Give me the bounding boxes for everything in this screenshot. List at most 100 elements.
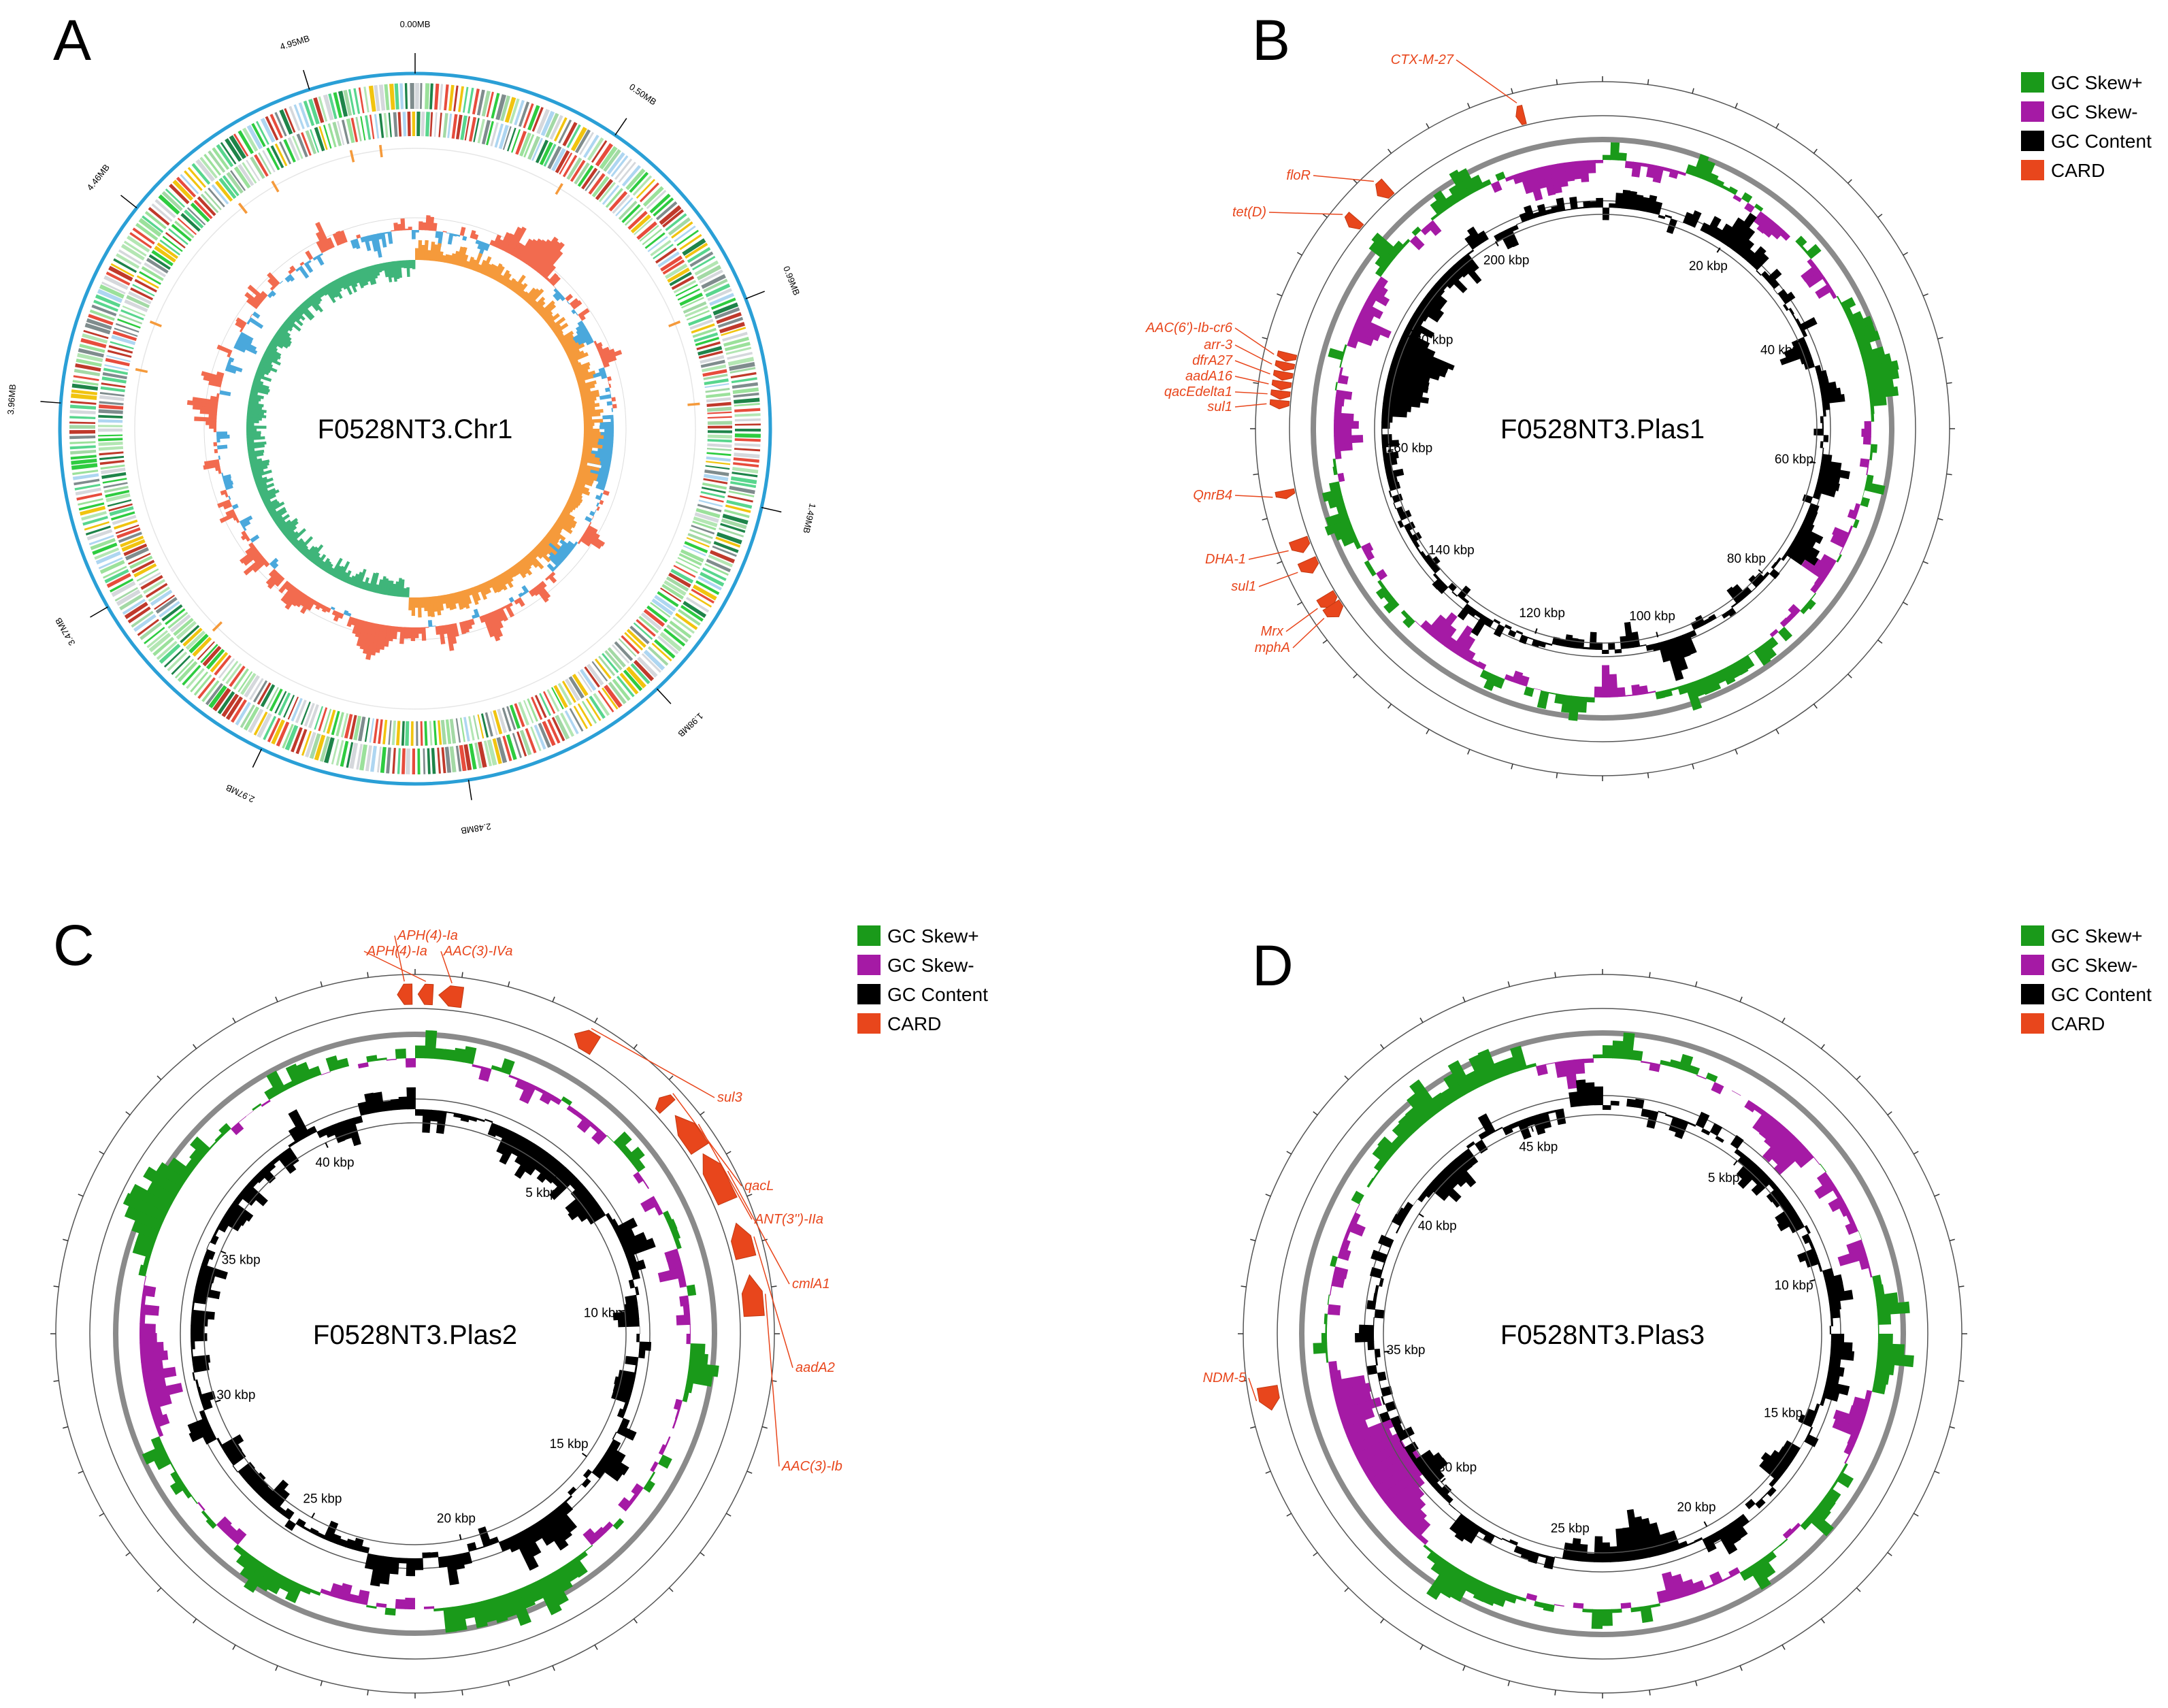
gc-content-bar [369, 1554, 384, 1587]
cds-forward [429, 83, 433, 110]
gc-content-bar [1409, 531, 1422, 543]
gc-content-bar [594, 509, 597, 514]
gene-leader-line [727, 1170, 790, 1285]
tick-mark [1733, 1160, 1738, 1166]
gc-content-bar [492, 610, 504, 629]
gc-content-bar [1538, 640, 1547, 648]
cds-reverse [222, 661, 239, 682]
gc-skew-bar [516, 282, 528, 296]
gc-skew-bar [508, 1589, 531, 1626]
cds-reverse [691, 525, 715, 535]
gc-skew-bar [1677, 171, 1687, 176]
outer-tick [1387, 148, 1392, 154]
outer-tick [1511, 88, 1513, 94]
gc-content-bar [1416, 303, 1441, 323]
gc-skew-bar [1554, 693, 1564, 704]
gc-content-bar [1620, 636, 1628, 649]
gc-skew-bar [464, 589, 472, 604]
gc-skew-bar [1343, 1230, 1351, 1241]
gc-content-bar [531, 587, 540, 596]
gc-content-bar [1791, 537, 1820, 559]
plas2-backbone-ring [113, 1032, 717, 1636]
legend-swatch [857, 1013, 881, 1034]
gc-skew-bar [491, 263, 503, 280]
gc-content-bar [1658, 640, 1671, 663]
gc-content-bar [393, 223, 399, 231]
gc-content-bar [1381, 434, 1392, 442]
gc-skew-bar [1326, 1352, 1329, 1363]
cds-forward [384, 84, 390, 110]
gc-skew-bar [1392, 1122, 1412, 1143]
gc-content-bar [1827, 1290, 1854, 1303]
gc-content-bar [1419, 551, 1427, 559]
gc-skew-bar [209, 1140, 218, 1150]
gc-skew-bar [497, 274, 504, 283]
gc-skew-bar [1334, 442, 1353, 452]
cds-reverse [707, 430, 732, 433]
gc-skew-bar [146, 1181, 177, 1204]
outer-tick [157, 1075, 162, 1081]
gc-content-bar [631, 1270, 640, 1281]
cds-reverse [169, 614, 191, 633]
gc-skew-bar [1858, 1230, 1862, 1241]
gc-content-bar [602, 490, 610, 496]
gc-content-bar [213, 428, 217, 433]
gc-skew-bar [289, 313, 303, 327]
gc-skew-bar [1875, 1362, 1895, 1376]
cds-forward [203, 154, 221, 176]
gc-content-bar [634, 1286, 640, 1296]
outer-tick [1694, 1680, 1698, 1686]
gc-skew-bar [1548, 691, 1557, 695]
gc-content-bar [1777, 1212, 1801, 1232]
rrna-mark [135, 367, 148, 374]
cds-forward [463, 86, 469, 113]
cds-reverse [514, 703, 525, 727]
gc-content-bar [283, 1147, 299, 1166]
gc-content-bar [244, 292, 261, 307]
gc-content-bar [186, 400, 218, 408]
gc-skew-bar [1313, 1343, 1328, 1354]
gc-skew-bar [1864, 421, 1871, 430]
gc-content-bar [1687, 1541, 1696, 1546]
cds-forward [459, 744, 467, 772]
gc-content-bar [553, 285, 557, 289]
cds-forward [331, 738, 340, 765]
cds-reverse [497, 708, 508, 734]
gc-skew-bar [206, 1517, 217, 1529]
outer-tick [1781, 1017, 1786, 1023]
gc-content-bar [274, 576, 285, 587]
gc-content-bar [1408, 1451, 1417, 1462]
gc-skew-bar [316, 290, 323, 299]
chr-tick [303, 69, 310, 90]
outer-tick [1922, 561, 1928, 564]
gc-content-bar [415, 1109, 424, 1116]
cds-forward [734, 448, 761, 452]
gc-skew-bar [273, 515, 283, 523]
gc-skew-bar [347, 1593, 360, 1604]
cds-reverse [393, 112, 398, 137]
outer-tick [633, 1618, 638, 1624]
cds-reverse [99, 401, 124, 406]
gc-content-bar [489, 1537, 499, 1545]
gc-content-bar [487, 1122, 500, 1138]
gc-skew-bar [536, 306, 545, 314]
gc-content-bar [546, 1511, 573, 1541]
cds-forward [163, 648, 184, 668]
gene-leader-line [394, 935, 405, 982]
gc-skew-bar [1443, 636, 1458, 651]
cds-forward [604, 685, 623, 708]
gc-content-bar [1652, 642, 1661, 652]
gc-skew-bar [1843, 1443, 1854, 1456]
cds-forward [265, 116, 279, 141]
gc-content-bar [1384, 384, 1424, 398]
cds-reverse [640, 612, 662, 631]
gc-skew-bar [368, 572, 377, 592]
cds-forward [423, 748, 426, 774]
chr-tick-label: 0.99MB [781, 265, 802, 297]
gc-skew-bar [578, 469, 599, 478]
gene-label: AAC(3)-IVa [443, 944, 513, 959]
cds-reverse [445, 719, 452, 744]
gc-skew-bar [561, 338, 574, 348]
cds-forward [691, 589, 715, 604]
